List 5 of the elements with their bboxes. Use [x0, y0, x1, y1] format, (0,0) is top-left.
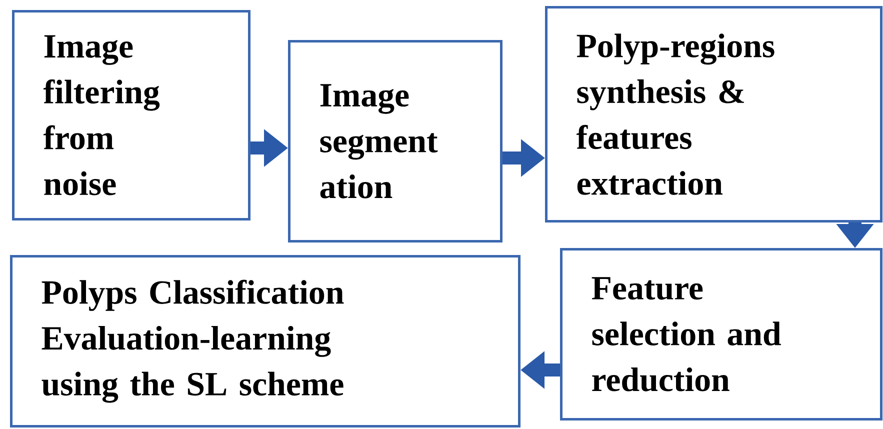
process-box: Image segment ation	[288, 40, 502, 242]
process-box: Image filtering from noise	[12, 10, 250, 220]
process-box: Feature selection and reduction	[560, 248, 882, 420]
process-box: Polyps Classification Evaluation-learning using the SL scheme	[10, 255, 521, 428]
process-box: Polyp-regions synthesis & features extraction	[545, 6, 882, 222]
